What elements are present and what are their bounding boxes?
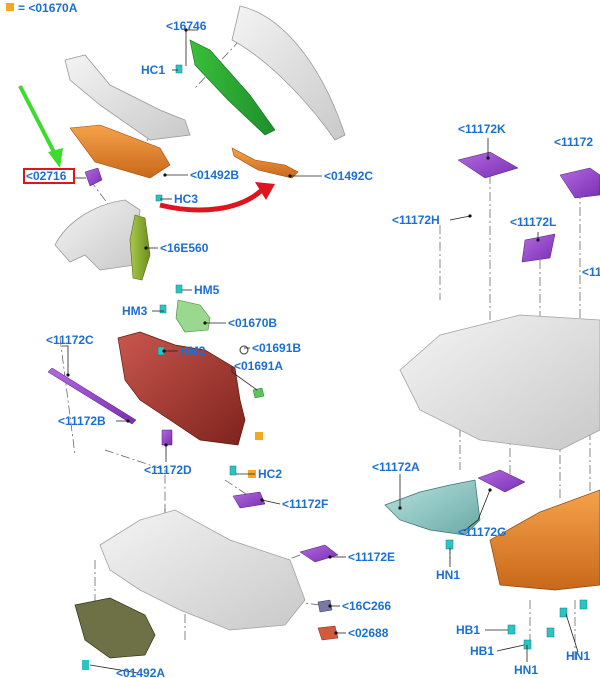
label-HM2: HM2 [180,344,206,358]
fender-panel [54,199,141,271]
pad-11172L [521,233,556,263]
label-HB1-b: HB1 [470,644,494,658]
underbody-gray [399,314,600,451]
label-11172G: <11172G [458,525,506,539]
floor-pan-gray [99,509,306,631]
pad-11172K [457,151,519,179]
label-HM5: HM5 [194,283,220,297]
clip-01691A [252,387,265,399]
bracket-orange-right [231,147,299,179]
label-02716: <02716 [26,169,67,183]
label-01492C: <01492C [324,169,373,183]
label-HC3: HC3 [174,192,198,206]
green-pointer-arrow [18,85,58,157]
label-11172H: <11172H [392,213,440,227]
dash-panel-red [117,331,246,446]
skid-plate-orange [489,489,600,591]
label-11172K: <11172K [458,122,506,136]
label-11172A: <11172A [372,460,420,474]
clip-16C266 [317,599,333,613]
pad-11172F [232,491,266,509]
fasteners-right [445,539,588,650]
label-11172-cut: <11172 [554,135,593,149]
label-11172C: <11172C [46,333,94,347]
pad-11172-right [559,167,600,199]
leader-dots [66,28,540,635]
label-01691B: <01691B [252,341,301,355]
pad-11172D [161,429,173,446]
highlight-box-02716 [23,168,75,184]
label-11172B: <11172B [58,414,106,428]
clip-legend-swatch [6,3,14,11]
insulator-strip-11172C [47,367,137,425]
hood-inner-green [189,39,276,136]
label-HN1-a: HN1 [436,568,460,582]
label-HM3: HM3 [122,304,148,318]
label-01670B: <01670B [228,316,277,330]
clip-bracket-green [175,299,211,333]
fasteners-left [155,64,237,476]
label-16C266: <16C266 [342,599,391,613]
label-11172F: <11172F [282,497,328,511]
label-HN1-c: HN1 [566,649,590,663]
red-arrow-head [255,182,275,200]
label-16746: <16746 [166,19,207,33]
label-01492B: <01492B [190,168,239,182]
label-HB1-a: HB1 [456,623,480,637]
pad-11172G [477,469,526,493]
label-11-cut: <11 [582,265,600,279]
leader-lines [62,29,579,674]
label-11172L: <11172L [510,215,556,229]
label-HN1-b: HN1 [514,663,538,677]
label-11172E: <11172E [348,550,395,564]
label-11172D: <11172D [144,463,192,477]
clip-marker-a [255,432,263,440]
cowl-orange-panel [69,124,171,179]
grommet-01691B [239,345,249,355]
label-01691A: <01691A [234,359,283,373]
legend-text: = <01670A [18,1,78,15]
red-curved-arrow [159,188,264,213]
pad-11172E [299,544,339,563]
label-HC1: HC1 [141,63,165,77]
purple-bracket-02716 [84,167,103,187]
label-01492A: <01492A [116,666,165,678]
heat-shield-teal [384,479,481,536]
label-HC2: HC2 [258,467,282,481]
callout-labels: <16746 HC1 <02716 <01492B <01492C HC3 <1… [26,19,600,678]
cross-member-olive [74,597,156,659]
green-arrow-head [48,148,63,168]
bracket-02688 [317,625,339,641]
label-02688: <02688 [348,626,389,640]
cowl-gray-panel [64,54,191,141]
fender-shield-olive [129,214,151,281]
hood-panel [231,5,346,141]
fastener-bottom [82,660,89,670]
label-16E560: <16E560 [160,241,209,255]
